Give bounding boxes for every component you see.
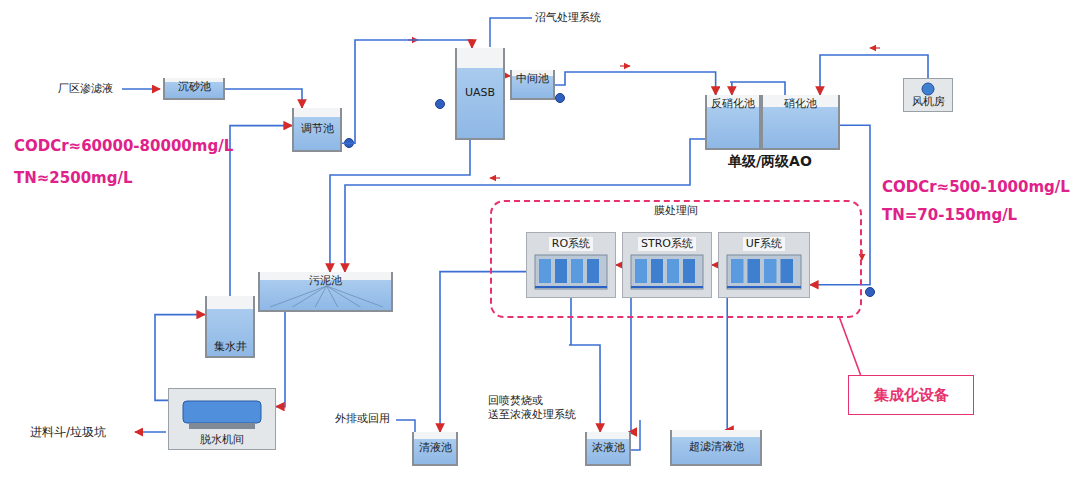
header-pipe: [535, 286, 607, 288]
uf-unit: UF系统: [718, 232, 810, 298]
node-label: 风机房: [912, 95, 945, 109]
press-base: [189, 423, 255, 429]
pipe-connector: [840, 318, 861, 375]
node-label: UASB: [465, 86, 495, 100]
node-label: 膜处理间: [654, 204, 698, 218]
membrane-vessel: [731, 259, 744, 283]
inlet-tn-note: TN≈2500mg/L: [14, 169, 133, 188]
uasb-reactor: UASB: [455, 48, 505, 140]
node-label: 调节池: [301, 122, 334, 136]
node-label: 集成化设备: [874, 386, 949, 405]
membrane-vessel: [571, 259, 583, 283]
header-pipe: [727, 286, 801, 288]
pump-symbol: [436, 100, 445, 109]
discharge-label: 外排或回用: [335, 412, 390, 426]
scraper-arm: [327, 286, 384, 307]
node-label: 清液池: [419, 441, 452, 455]
skid-frame: [727, 255, 801, 289]
concentrate-tank: 浓液池: [585, 432, 631, 466]
node-label: 脱水机间: [200, 433, 244, 447]
node-label: 硝化池: [784, 97, 817, 111]
node-label: 反硝化池: [711, 97, 755, 111]
svg-part: [408, 40, 880, 260]
pipe-connector: [330, 140, 470, 272]
pump-symbol: [866, 288, 875, 297]
node-label: 中间池: [516, 72, 549, 86]
pipe-connector: [730, 82, 785, 95]
cake-outlet-pipe: [135, 431, 166, 433]
inflow-pipe: [122, 88, 160, 90]
pipe-connector: [629, 298, 631, 432]
membrane-vessel: [555, 259, 567, 283]
pipe-connector: [555, 72, 716, 95]
membrane-vessel: [539, 259, 551, 283]
biogas-pipe: [490, 18, 532, 47]
uf-permeate-tank: 超滤清液池: [670, 430, 762, 466]
membrane-vessel: [683, 259, 695, 283]
flow-arrow: [870, 47, 880, 48]
membrane-vessel: [667, 259, 679, 283]
callout-box: 集成化设备: [848, 375, 974, 415]
membrane-vessel: [651, 259, 663, 283]
membrane-vessel: [748, 259, 761, 283]
inlet-cod-note: CODCr≈60000-80000mg/L: [14, 137, 233, 156]
membrane-vessel: [781, 259, 794, 283]
press-machine: [183, 401, 261, 423]
membrane-vessel: [764, 259, 777, 283]
effluent-tn-note: TN=70-150mg/L: [882, 206, 1017, 225]
collection-well: 集水井: [205, 296, 255, 358]
svg-part: [122, 18, 640, 450]
pipe-connector: [342, 40, 472, 143]
node-label: 沉砂池: [178, 80, 211, 94]
dewatering-room: 脱水机间: [168, 388, 276, 450]
intermediate-tank: 中间池: [510, 70, 555, 100]
sludge-tank: 污泥池: [258, 272, 393, 312]
permeate-tank: 清液池: [412, 432, 458, 466]
outlet-label: 进料斗/垃圾坑: [30, 425, 106, 440]
denitrification-tank: 反硝化池: [705, 95, 761, 150]
pipe-connector: [230, 126, 292, 296]
skid-frame: [631, 255, 703, 289]
pipe-connector: [276, 312, 285, 407]
node-label: 污泥池: [309, 274, 342, 288]
node-label: RO系统: [549, 237, 593, 251]
skid-frame: [535, 255, 607, 289]
flow-arrow: [620, 65, 630, 66]
concentrate-label: 回喷焚烧或 送至浓液处理系统: [488, 394, 588, 422]
header-pipe: [631, 286, 703, 288]
effluent-cod-note: CODCr≈500-1000mg/L: [882, 178, 1070, 197]
equalization-tank: 调节池: [292, 108, 342, 152]
scraper-arm: [270, 286, 327, 307]
scraper-arm: [293, 286, 327, 307]
scraper-arm: [315, 286, 326, 307]
membrane-room: 膜处理间 RO系统 STRO系统 UF系统: [490, 200, 862, 318]
blower-symbol: [922, 83, 934, 95]
membrane-vessel: [587, 259, 599, 283]
process-title: 单级/两级AO: [728, 153, 812, 171]
node-label: 超滤清液池: [689, 440, 744, 454]
pump-symbol: [556, 94, 565, 103]
node-label: 集水井: [214, 340, 247, 354]
membrane-vessel: [635, 259, 647, 283]
nitrification-tank: 硝化池: [761, 95, 840, 150]
blower-room: 风机房: [903, 78, 953, 112]
node-label: UF系统: [743, 237, 785, 251]
pipe-connector: [225, 89, 302, 108]
biogas-label: 沼气处理系统: [535, 11, 601, 25]
stro-unit: STRO系统: [622, 232, 712, 298]
flow-arrow: [490, 177, 500, 178]
inflow-label: 厂区渗滤液: [58, 82, 113, 96]
node-label: 浓液池: [592, 441, 625, 455]
node-label: STRO系统: [638, 237, 696, 251]
ro-unit: RO系统: [526, 232, 616, 298]
grit-chamber: 沉砂池: [163, 78, 225, 100]
